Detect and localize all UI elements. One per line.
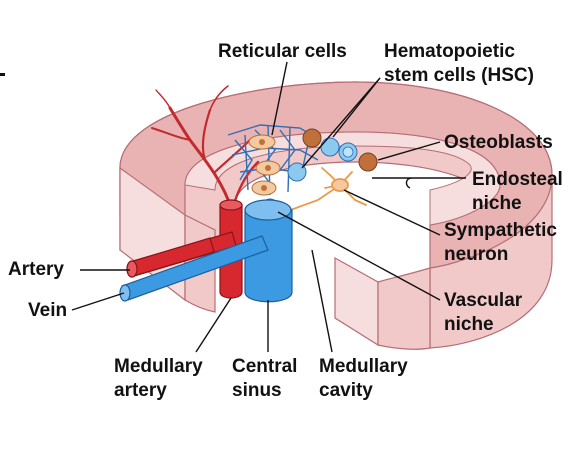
osteoblast-cell bbox=[358, 152, 378, 172]
hsc-cell bbox=[287, 162, 307, 182]
label-sympathetic-line2: neuron bbox=[444, 244, 508, 265]
label-vascular-line1: Vascular bbox=[444, 290, 523, 311]
label-vascular-line2: niche bbox=[444, 314, 494, 335]
label-central-sinus-line2: sinus bbox=[232, 380, 282, 401]
label-medullary-artery-line1: Medullary bbox=[114, 356, 203, 377]
label-medullary-cavity-line2: cavity bbox=[319, 380, 373, 401]
reticular-cell-nucleus bbox=[259, 139, 265, 145]
label-endosteal-line2: niche bbox=[472, 193, 522, 214]
osteoblast-cell bbox=[302, 128, 322, 148]
edge-tick bbox=[0, 73, 5, 76]
label-hsc-line2: stem cells (HSC) bbox=[384, 65, 534, 86]
reticular-cell-nucleus bbox=[265, 165, 271, 171]
nutrient-vein bbox=[119, 235, 269, 302]
bone-ring bbox=[119, 81, 553, 350]
label-medullary-artery-line2: artery bbox=[114, 380, 167, 401]
nutrient-artery-overlay bbox=[126, 237, 215, 278]
label-endosteal-line1: Endosteal bbox=[472, 169, 563, 190]
bone-cut-face-right bbox=[334, 256, 379, 347]
hsc-cell-inner bbox=[342, 146, 354, 158]
label-reticular-cells: Reticular cells bbox=[218, 41, 347, 62]
label-artery: Artery bbox=[8, 259, 64, 280]
label-central-sinus-line1: Central bbox=[232, 356, 297, 377]
labels: Reticular cells Hematopoietic stem cells… bbox=[8, 41, 563, 401]
reticular-cell-nucleus bbox=[261, 185, 267, 191]
neuron-body bbox=[331, 178, 349, 192]
label-sympathetic-line1: Sympathetic bbox=[444, 220, 557, 241]
leader-lines bbox=[71, 61, 466, 353]
label-osteoblasts: Osteoblasts bbox=[444, 132, 553, 153]
central-sinus bbox=[244, 199, 293, 303]
bone-front-right bbox=[377, 267, 431, 350]
reticular-cells bbox=[248, 134, 281, 196]
label-hsc-line1: Hematopoietic bbox=[384, 41, 515, 62]
osteoblasts bbox=[302, 128, 378, 172]
label-vein: Vein bbox=[28, 300, 67, 321]
hsc-cell bbox=[320, 137, 340, 157]
sympathetic-neuron bbox=[284, 167, 367, 213]
label-medullary-cavity-line1: Medullary bbox=[319, 356, 408, 377]
